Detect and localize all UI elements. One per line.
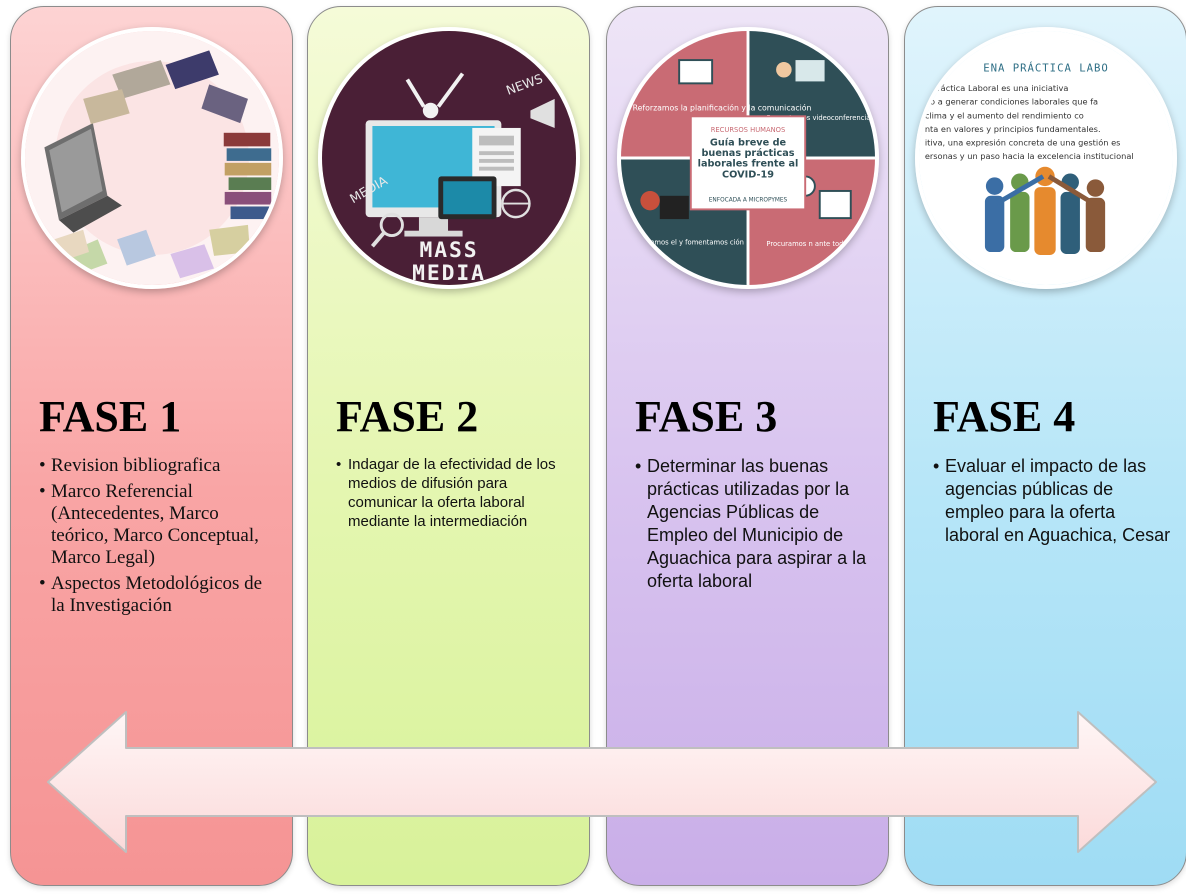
- guide-subtitle: ENFOCADA A MICROPYMES: [709, 198, 788, 204]
- quadrant-2-text: Fomentamos videoconferencias para nuestr…: [766, 114, 875, 122]
- card-line-5: itiva, una expresión concreta de una ges…: [925, 137, 1121, 147]
- phase-1-bullet-list: Revision bibliografica Marco Referencial…: [39, 455, 279, 621]
- phase-3-bullet-list: Determinar las buenas prácticas utilizad…: [635, 455, 875, 597]
- quadrant-1-text: Reforzamos la planificación y la comunic…: [633, 103, 812, 112]
- books-laptop-icon: [21, 27, 283, 289]
- phase-1-bullet: Marco Referencial (Antecedentes, Marco t…: [39, 481, 279, 569]
- phase-1-bullet: Revision bibliografica: [39, 455, 279, 477]
- good-practices-guide-icon: Reforzamos la planificación y la comunic…: [617, 27, 879, 289]
- mass-media-icon: NEWS MEDIA MASS MEDIA: [318, 27, 580, 289]
- phase-3-bullet: Determinar las buenas prácticas utilizad…: [635, 455, 875, 593]
- media-big-label: MEDIA: [412, 261, 486, 285]
- phase-4-bullet: Evaluar el impacto de las agencias públi…: [933, 455, 1173, 547]
- quadrant-4-text: Procuramos n ante tod: [766, 240, 843, 248]
- phase-2-bullet: Indagar de la efectividad de los medios …: [336, 455, 576, 531]
- phase-3-title: FASE 3: [635, 392, 778, 441]
- card-line-4: nta en valores y principios fundamentale…: [925, 124, 1101, 134]
- phase-1-panel: FASE 1 Revision bibliografica Marco Refe…: [10, 6, 293, 886]
- card-line-2: do a generar condiciones laborales que f…: [925, 97, 1098, 107]
- phase-1-title: FASE 1: [39, 392, 182, 441]
- phase-1-bullet: Aspectos Metodológicos de la Investigaci…: [39, 573, 279, 617]
- svg-text:Reforzamos la planificación y: Reforzamos la planificación y la comunic…: [633, 103, 812, 112]
- phase-4-panel: ENA PRÁCTICA LABO a Práctica Laboral es …: [904, 6, 1186, 886]
- phase-2-panel: NEWS MEDIA MASS MEDIA FASE 2 Indagar de …: [307, 6, 590, 886]
- phase-2-title: FASE 2: [336, 392, 479, 441]
- card-line-1: a Práctica Laboral es una iniciativa: [925, 83, 1069, 93]
- phase-4-bullet-list: Evaluar el impacto de las agencias públi…: [933, 455, 1173, 551]
- card-line-6: ersonas y un paso hacia la excelencia in…: [925, 151, 1134, 161]
- mass-label: MASS: [419, 238, 478, 263]
- quadrant-3-text: romovemos el y fomentamos ción: [629, 238, 744, 246]
- phase-4-title: FASE 4: [933, 392, 1076, 441]
- phase-3-panel: Reforzamos la planificación y la comunic…: [606, 6, 889, 886]
- phase-2-bullet-list: Indagar de la efectividad de los medios …: [336, 455, 576, 535]
- guide-title: Guía breve de buenas prácticas laborales…: [697, 137, 799, 181]
- card-heading: ENA PRÁCTICA LABO: [983, 62, 1109, 75]
- card-line-3: clima y el aumento del rendimiento co: [925, 110, 1084, 120]
- teamwork-people-icon: ENA PRÁCTICA LABO a Práctica Laboral es …: [915, 27, 1177, 289]
- brand-label: RECURSOS HUMANOS: [711, 126, 786, 134]
